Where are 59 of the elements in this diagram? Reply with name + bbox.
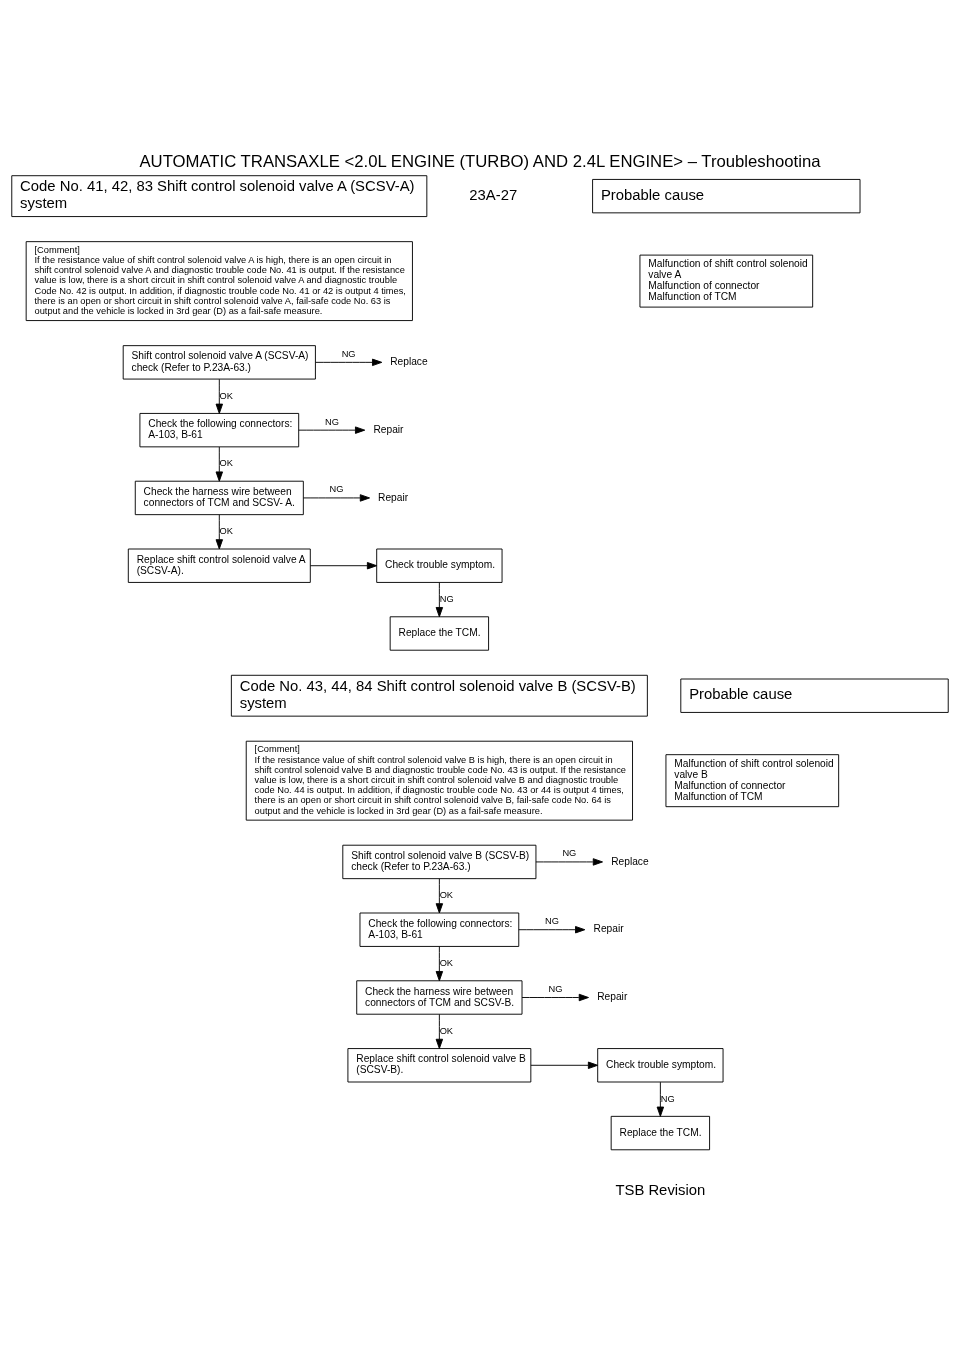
node-box: Check trouble symptom. [376, 548, 503, 583]
arrow [215, 446, 223, 482]
node-box: Shift control solenoid valve A (SCSV-A) check (Refer to P.23A-63.) [122, 345, 316, 380]
arrow [521, 993, 589, 1002]
node-text: Repair [593, 923, 624, 935]
node-box: Replace shift control solenoid valve B (SCSV-B). [347, 1048, 532, 1083]
node-box: Malfunction of shift control solenoid valve A Malfunction of connector Malfunction of TCM [639, 254, 814, 308]
label: TSB Revision [615, 1182, 706, 1199]
arrow [215, 514, 223, 550]
edge-label: NG [439, 593, 454, 604]
node-box: Code No. 41, 42, 83 Shift control solenoid valve A (SCSV-A) system [11, 175, 428, 218]
arrow [298, 426, 366, 434]
node-text: Repair [378, 491, 409, 503]
node-box: Check the following connectors: A-103, B-61 [139, 412, 300, 448]
node-box: Shift control solenoid valve B (SCSV-B) check (Refer to P.23A-63.) [342, 844, 537, 880]
edge-label: NG [324, 416, 339, 427]
label: 23A-27 [469, 186, 518, 203]
edge-label: NG [562, 848, 577, 859]
node-box: Malfunction of shift control solenoid valve B Malfunction of connector Malfunction of TCM [665, 754, 840, 808]
arrow [303, 494, 371, 502]
node-box: [Comment] If the resistance value of shift control solenoid valve A is high, there is an open circuit in shift control solenoid valve A and diagnostic trouble code No. 41 is output. If the resistance value is low, there is a short circuit in shift control solenoid valve A and diagnostic trouble Code No. 42 is output. In addition, if diagnostic trouble code No. 41 or 42 is output 4 times, there is an open or short circuit in shift control solenoid valve A, fail-safe code No. 63 is output and the vehicle is locked in 3rd gear (D) as a fail-safe measure. [25, 241, 413, 322]
edge-label: OK [439, 890, 454, 901]
arrow [215, 378, 223, 414]
node-box: Probable cause [680, 678, 949, 713]
node-box: Probable cause [592, 178, 861, 214]
edge-label: OK [219, 526, 233, 537]
arrow [535, 858, 603, 866]
node-box: Check the harness wire between connectors of TCM and SCSV-B. [356, 980, 523, 1015]
node-box: Code No. 43, 44, 84 Shift control solenoid valve B (SCSV-B) system [230, 674, 648, 717]
node-text: Repair [597, 991, 628, 1003]
arrow [435, 946, 444, 982]
edge-label: OK [439, 1025, 454, 1036]
node-text: Replace [390, 355, 428, 367]
node-box: Replace shift control solenoid valve A (SCSV-A). [127, 548, 311, 583]
node-box: Check the following connectors: A-103, B-61 [359, 912, 520, 947]
arrow [656, 1081, 665, 1117]
arrow [518, 926, 586, 934]
arrow [530, 1061, 599, 1069]
arrow [435, 582, 444, 618]
node-box: Check trouble symptom. [597, 1048, 724, 1083]
arrow [309, 562, 378, 570]
edge-label: NG [341, 348, 356, 359]
diagram-title: AUTOMATIC TRANSAXLE <2.0L ENGINE (TURBO) AND 2.4L ENGINE> – Troubleshootina [139, 151, 821, 171]
edge-label: NG [548, 983, 563, 994]
node-text: Replace [611, 855, 649, 867]
node-box: Replace the TCM. [610, 1115, 711, 1151]
node-text: Repair [373, 423, 404, 435]
edge-label: NG [545, 916, 559, 927]
arrow [315, 358, 383, 367]
node-box: Check the harness wire between connectors of TCM and SCSV- A. [134, 480, 304, 516]
node-box: [Comment] If the resistance value of shift control solenoid valve B is high, there is an open circuit in shift control solenoid valve B and diagnostic trouble code No. 43 is output. If the resistance value is low, there is a short circuit in shift control solenoid valve B and diagnostic trouble code No. 44 is output. In addition, if diagnostic trouble code No. 43 or 44 is output 4 times, there is an open or short circuit in shift control solenoid valve B, fail-safe code No. 64 is output and the vehicle is locked in 3rd gear (D) as a fail-safe measure. [245, 740, 633, 821]
arrow [435, 878, 444, 914]
edge-label: OK [219, 458, 233, 469]
edge-label: NG [660, 1093, 675, 1104]
arrow [435, 1013, 444, 1049]
edge-label: NG [329, 484, 344, 495]
edge-label: OK [219, 390, 233, 401]
edge-label: OK [439, 957, 454, 968]
node-box: Replace the TCM. [389, 616, 490, 651]
